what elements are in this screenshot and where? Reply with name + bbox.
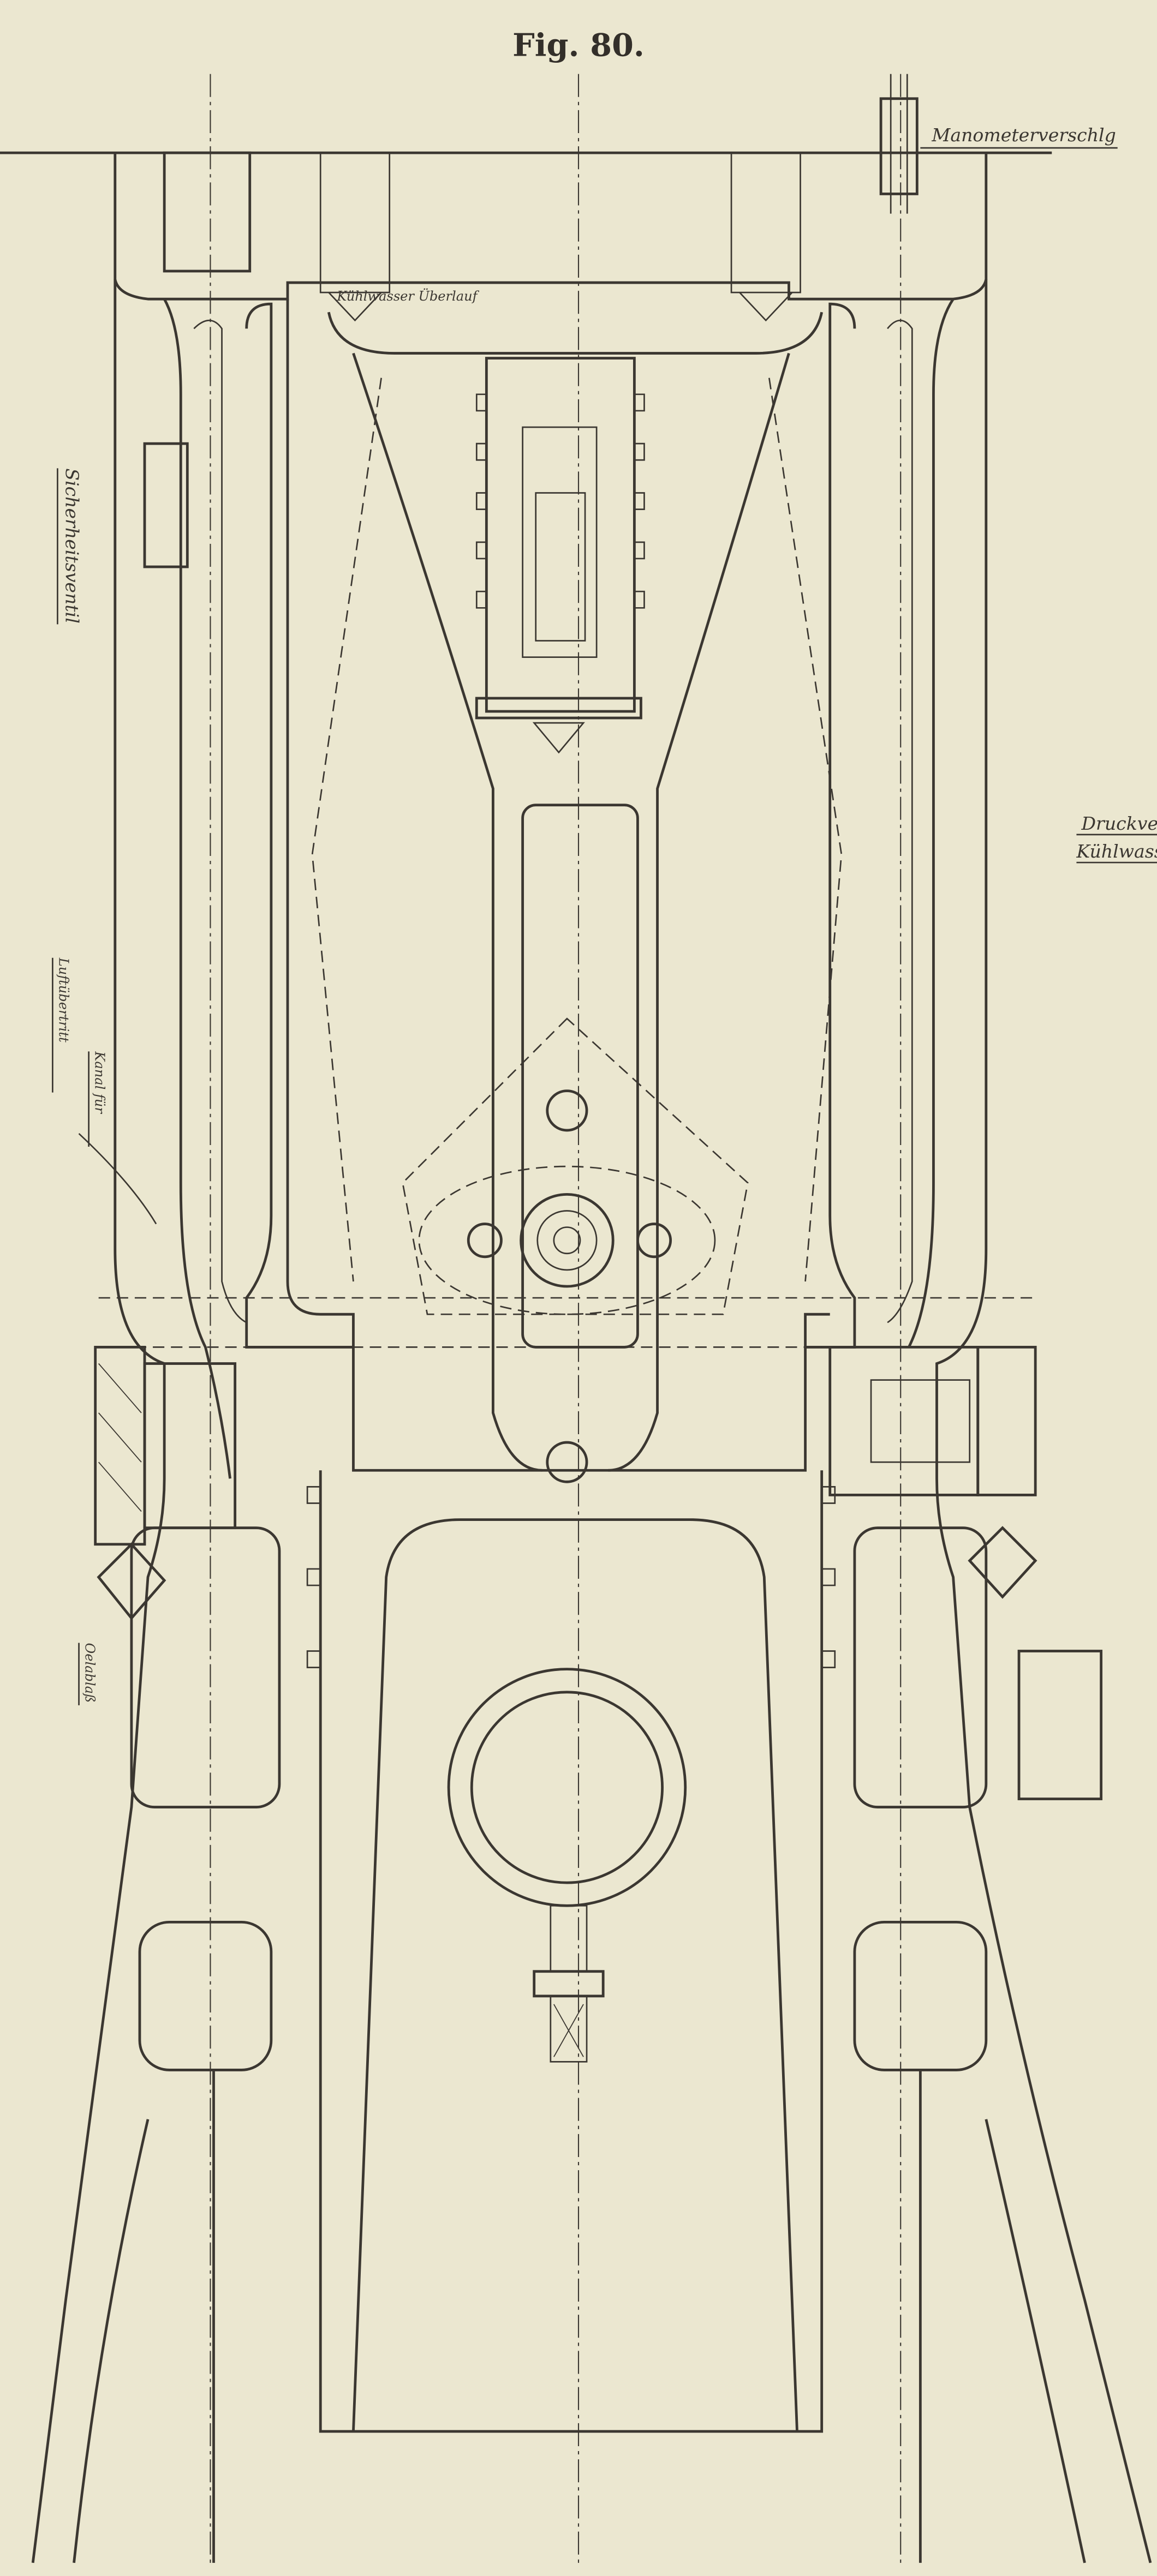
label-air-transfer-text: Luftübertritt xyxy=(56,957,71,1043)
label-oil-drain: Oelablaß xyxy=(78,1643,98,1705)
label-manometer: Manometerverschlg xyxy=(920,124,1118,149)
frame-walls xyxy=(31,279,1152,2563)
label-cooling-overflow: Kühlwasser Überlauf xyxy=(336,288,479,304)
top-flange xyxy=(114,74,988,322)
label-pressure-line-text: Druckver xyxy=(1081,813,1157,834)
right-fittings xyxy=(828,1346,1103,2563)
label-pressure-line: Druckver Kühlwasse xyxy=(1076,813,1157,864)
crosshead xyxy=(306,1470,836,2433)
pump-chamber xyxy=(98,299,1036,1483)
figure-title: Fig. 80. xyxy=(512,27,645,63)
label-manometer-text: Manometerverschlg xyxy=(931,124,1116,146)
label-channel-text: Kanal für xyxy=(92,1051,108,1114)
label-oil-drain-text: Oelablaß xyxy=(82,1643,98,1703)
left-fittings xyxy=(73,442,281,2563)
label-channel: Kanal für xyxy=(88,1051,108,1147)
label-air-transfer: Luftübertritt xyxy=(52,957,71,1093)
label-safety-valve: Sicherheitsventil xyxy=(57,468,82,625)
leader-line xyxy=(78,1133,157,1225)
label-cooling-water-text: Kühlwasse xyxy=(1076,841,1157,862)
label-safety-valve-text: Sicherheitsventil xyxy=(61,468,82,623)
